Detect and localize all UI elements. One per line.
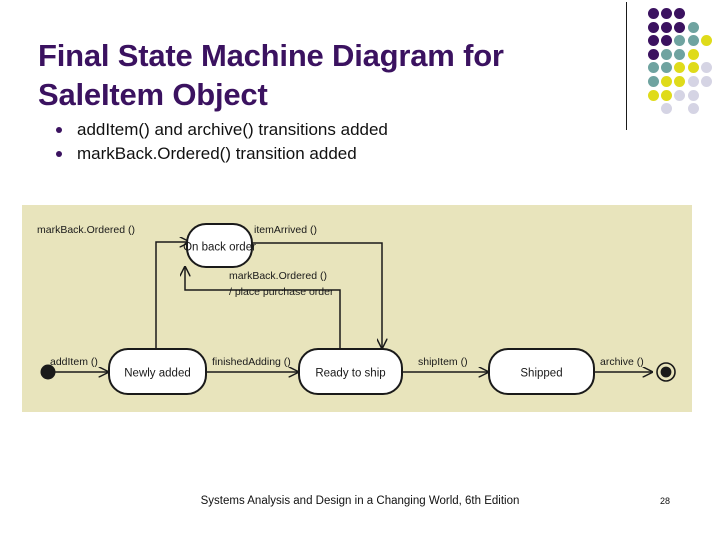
decorative-dot bbox=[687, 48, 699, 60]
decorative-dot-grid bbox=[648, 8, 712, 126]
decorative-dot bbox=[661, 35, 673, 47]
bullet-marker-icon bbox=[56, 151, 62, 158]
final-state-node-core bbox=[660, 366, 672, 378]
state-node-ready-to-ship[interactable]: Ready to ship bbox=[298, 348, 403, 395]
transition-label-mark-back-ordered-newly: markBack.Ordered () bbox=[37, 224, 135, 236]
state-node-on-back-order-shape bbox=[186, 223, 253, 268]
decorative-dot bbox=[687, 103, 699, 115]
decorative-dot bbox=[661, 48, 673, 60]
state-node-shipped-label: Shipped bbox=[520, 368, 562, 380]
decorative-dot bbox=[648, 8, 659, 19]
decorative-dot bbox=[661, 8, 673, 19]
transition-effect-mark-back-ordered-ready: / place purchase order bbox=[229, 286, 334, 298]
decorative-dot bbox=[687, 89, 699, 101]
state-node-ready-to-ship-label: Ready to ship bbox=[315, 368, 385, 380]
decorative-dot bbox=[648, 89, 659, 101]
decorative-dot bbox=[661, 21, 673, 33]
bullet-text: markBack.Ordered() transition added bbox=[77, 144, 357, 164]
bullet-marker-icon bbox=[56, 127, 62, 133]
state-node-shipped[interactable]: Shipped bbox=[488, 348, 595, 395]
decorative-dot bbox=[674, 21, 686, 33]
transition-line-item-arrived bbox=[249, 242, 382, 348]
decorative-dot bbox=[687, 62, 699, 74]
list-item: addItem() and archive() transitions adde… bbox=[46, 118, 606, 142]
page-title: Final State Machine Diagram for SaleItem… bbox=[38, 37, 504, 112]
decorative-dot bbox=[661, 89, 673, 101]
header-divider-line bbox=[626, 2, 627, 130]
decorative-dot bbox=[648, 21, 659, 33]
slide-footer: Systems Analysis and Design in a Changin… bbox=[200, 495, 520, 507]
decorative-dot bbox=[700, 35, 712, 47]
transition-label-archive: archive () bbox=[600, 356, 644, 368]
state-machine-diagram-panel: On back order Newly added Ready to ship … bbox=[22, 205, 692, 412]
decorative-dot bbox=[648, 35, 659, 47]
decorative-dot bbox=[700, 76, 712, 87]
final-state-node-ring bbox=[656, 362, 676, 382]
state-node-newly-added-label: Newly added bbox=[124, 368, 190, 380]
state-node-shipped-shape bbox=[488, 348, 595, 395]
transition-label-add-item: addItem () bbox=[50, 356, 98, 368]
bullet-list: addItem() and archive() transitions adde… bbox=[46, 118, 606, 166]
state-node-ready-to-ship-shape bbox=[298, 348, 403, 395]
decorative-dot bbox=[674, 62, 686, 74]
state-node-on-back-order-label: On back order bbox=[183, 242, 256, 254]
transition-line-mark-back-ordered-ready bbox=[185, 267, 341, 350]
decorative-dot bbox=[700, 62, 712, 74]
state-machine-diagram: On back order Newly added Ready to ship … bbox=[37, 223, 676, 395]
state-node-on-back-order[interactable]: On back order bbox=[183, 223, 256, 268]
transition-line-mark-back-ordered-newly bbox=[155, 242, 189, 350]
bullet-text: addItem() and archive() transitions adde… bbox=[77, 120, 388, 139]
decorative-dot bbox=[661, 103, 673, 115]
transition-label-mark-back-ordered-ready: markBack.Ordered () bbox=[229, 270, 327, 282]
decorative-dot bbox=[648, 62, 659, 74]
decorative-dot bbox=[687, 35, 699, 47]
transition-label-ship-item: shipItem () bbox=[418, 356, 468, 368]
decorative-dot bbox=[674, 76, 686, 87]
transition-label-finished-adding: finishedAdding () bbox=[212, 356, 291, 368]
initial-state-node bbox=[40, 364, 56, 380]
decorative-dot bbox=[674, 89, 686, 101]
decorative-dot bbox=[674, 8, 686, 19]
decorative-dot bbox=[674, 48, 686, 60]
decorative-dot bbox=[661, 62, 673, 74]
state-node-newly-added[interactable]: Newly added bbox=[108, 348, 207, 395]
list-item: markBack.Ordered() transition added bbox=[46, 142, 606, 166]
decorative-dot bbox=[674, 35, 686, 47]
transition-label-item-arrived: itemArrived () bbox=[254, 224, 317, 236]
decorative-dot bbox=[687, 21, 699, 33]
state-node-newly-added-shape bbox=[108, 348, 207, 395]
decorative-dot bbox=[648, 48, 659, 60]
decorative-dot bbox=[648, 76, 659, 87]
decorative-dot bbox=[687, 76, 699, 87]
decorative-dot bbox=[661, 76, 673, 87]
page-number: 28 bbox=[660, 496, 671, 506]
